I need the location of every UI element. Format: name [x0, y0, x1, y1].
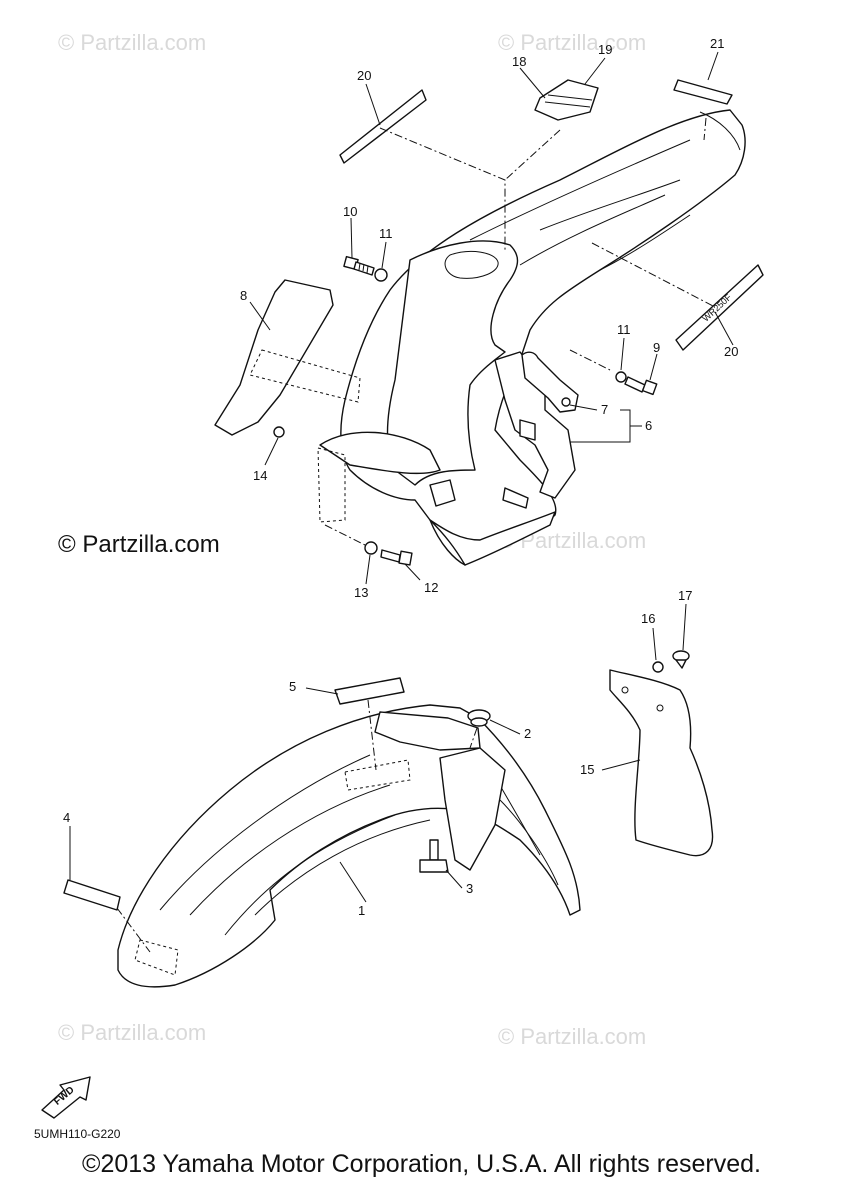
callout-12: 12	[424, 580, 438, 595]
callout-20-right: 20	[724, 344, 738, 359]
fwd-arrow-icon: FWD	[41, 1076, 91, 1119]
callout-14: 14	[253, 468, 267, 483]
watermark-top-left: © Partzilla.com	[58, 30, 206, 55]
watermark-bottom-left: © Partzilla.com	[58, 1020, 206, 1045]
part-7-collar[interactable]	[521, 351, 579, 413]
callout-6: 6	[645, 418, 652, 433]
part-15-fork-guard[interactable]	[609, 669, 714, 857]
part-10-bolt[interactable]	[343, 255, 375, 276]
diagram-code: 5UMH110-G220	[34, 1127, 121, 1141]
callout-4: 4	[63, 810, 70, 825]
part-11-washer-right[interactable]	[615, 371, 627, 383]
front-fender[interactable]	[117, 704, 581, 988]
part-17-screw[interactable]	[672, 650, 690, 669]
part-4-yamaha-decal[interactable]: YAMAHA	[63, 879, 121, 911]
callout-2: 2	[524, 726, 531, 741]
under-flap[interactable]	[317, 431, 441, 523]
part-3-bolt[interactable]	[419, 839, 449, 873]
part-2-grommet[interactable]	[467, 709, 491, 727]
callout-11-top: 11	[379, 226, 393, 241]
part-21-yamaha-decal[interactable]: YAMAHA	[673, 79, 733, 105]
watermark-bottom-center: © Partzilla.com	[498, 1024, 646, 1049]
callout-11-right: 11	[617, 322, 631, 337]
callout-7: 7	[601, 402, 608, 417]
part-16-washer[interactable]	[652, 661, 664, 673]
part-20-model-decal[interactable]: WR250F	[675, 264, 764, 351]
part-18-19-decal[interactable]	[534, 79, 599, 121]
rear-fender[interactable]	[340, 109, 746, 566]
part-11-washer-top[interactable]	[374, 268, 388, 282]
part-9-bolt[interactable]	[624, 376, 658, 396]
callout-17: 17	[678, 588, 692, 603]
part-5-decal[interactable]	[334, 677, 405, 705]
watermark-top-center: © Partzilla.com	[498, 30, 646, 55]
callouts: 20 18 19 21 10 11 8 11 9 20 7 6	[63, 36, 738, 918]
callout-1: 1	[358, 903, 365, 918]
copyright-notice: ©2013 Yamaha Motor Corporation, U.S.A. A…	[82, 1150, 761, 1178]
callout-13: 13	[354, 585, 368, 600]
callout-15: 15	[580, 762, 594, 777]
callout-16: 16	[641, 611, 655, 626]
callout-9: 9	[653, 340, 660, 355]
callout-18: 18	[512, 54, 526, 69]
part-20-strip-decal[interactable]	[339, 89, 427, 164]
part-13-washer[interactable]	[364, 541, 378, 555]
callout-3: 3	[466, 881, 473, 896]
callout-21: 21	[710, 36, 724, 51]
callout-19: 19	[598, 42, 612, 57]
callout-10: 10	[343, 204, 357, 219]
callout-5: 5	[289, 679, 296, 694]
part-8-guard[interactable]	[214, 279, 361, 436]
part-14-washer[interactable]	[273, 426, 285, 438]
watermark-middle-left: © Partzilla.com	[58, 531, 220, 558]
callout-20-top: 20	[357, 68, 371, 83]
callout-8: 8	[240, 288, 247, 303]
part-12-bolt[interactable]	[380, 549, 413, 566]
